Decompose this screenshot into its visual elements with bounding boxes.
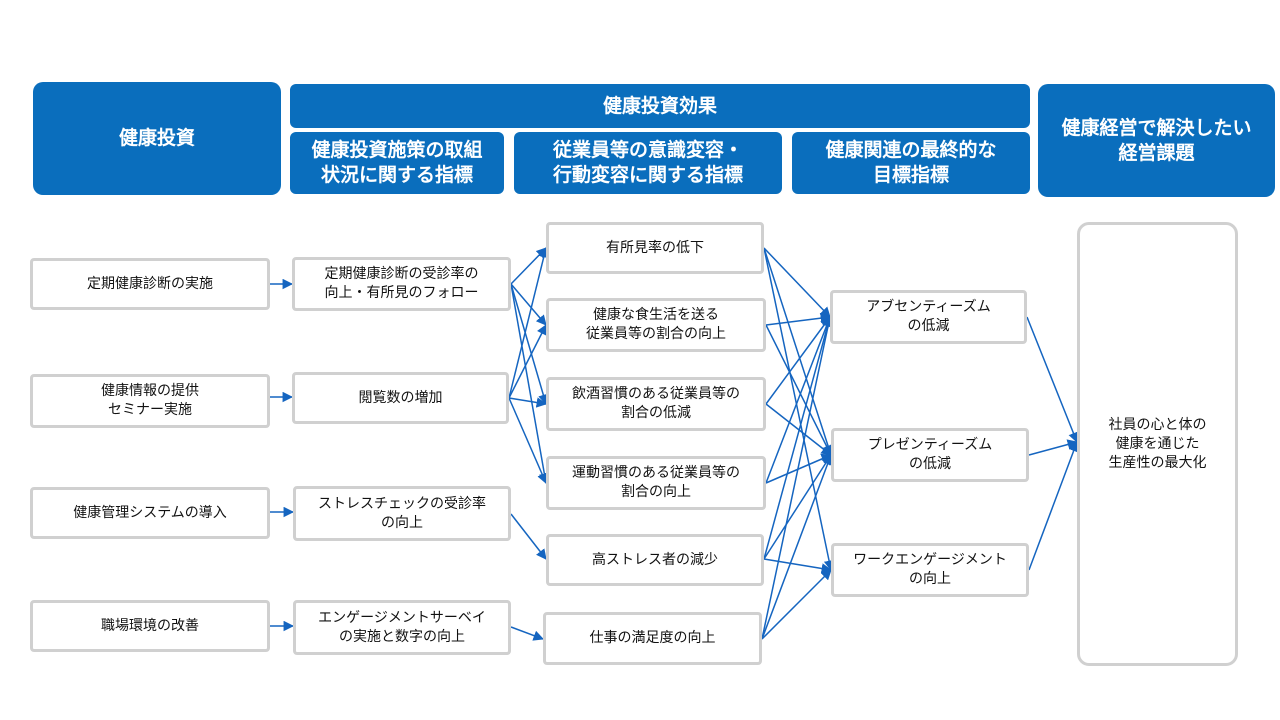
arrow (765, 312, 832, 326)
arrow (508, 246, 549, 399)
node-initiative-stress-check: ストレスチェックの受診率 の向上 (293, 486, 511, 541)
arrow (761, 315, 834, 640)
node-behavior-exercise: 運動習慣のある従業員等の 割合の向上 (546, 456, 766, 510)
header-initiative-indicators: 健康投資施策の取組 状況に関する指標 (290, 132, 504, 194)
arrow (763, 558, 833, 574)
arrow (765, 316, 832, 484)
header-behavior-indicators: 従業員等の意識変容・ 行動変容に関する指標 (514, 132, 782, 194)
arrow (763, 454, 832, 560)
node-final-work-engagement: ワークエンゲージメント の向上 (831, 543, 1029, 597)
arrow (510, 513, 547, 560)
node-investment-checkup: 定期健康診断の実施 (30, 258, 270, 310)
node-investment-workplace: 職場環境の改善 (30, 600, 270, 652)
header-management-issue: 健康経営で解決したい 経営課題 (1038, 84, 1275, 197)
arrow (761, 569, 832, 640)
arrow (761, 454, 833, 640)
header-effect: 健康投資効果 (290, 84, 1030, 128)
header-investment: 健康投資 (33, 82, 281, 195)
arrow (510, 626, 544, 641)
arrow (763, 315, 833, 560)
arrow (508, 397, 548, 408)
node-behavior-drinking: 飲酒習慣のある従業員等の 割合の低減 (546, 377, 766, 431)
node-final-presenteeism: プレゼンティーズム の低減 (831, 428, 1029, 482)
node-investment-system: 健康管理システムの導入 (30, 487, 270, 539)
arrow (765, 403, 832, 456)
node-behavior-high-stress: 高ストレス者の減少 (546, 534, 764, 586)
arrow (510, 247, 547, 285)
arrow (765, 316, 831, 405)
node-initiative-views: 閲覧数の増加 (292, 372, 509, 424)
arrow (510, 283, 550, 485)
arrow (1026, 316, 1079, 443)
arrow (765, 324, 832, 456)
node-investment-seminar: 健康情報の提供 セミナー実施 (30, 374, 270, 428)
node-management-issue: 社員の心と体の 健康を通じた 生産性の最大化 (1077, 222, 1238, 666)
arrow (763, 247, 831, 318)
arrow (510, 283, 549, 406)
node-initiative-engagement-survey: エンゲージメントサーベイ の実施と数字の向上 (293, 600, 511, 655)
arrow (763, 247, 834, 456)
node-behavior-diet: 健康な食生活を送る 従業員等の割合の向上 (546, 298, 766, 352)
header-final-indicators: 健康関連の最終的な 目標指標 (792, 132, 1030, 194)
arrow (508, 324, 547, 399)
node-behavior-satisfaction: 仕事の満足度の向上 (543, 612, 762, 665)
arrow (1028, 439, 1079, 456)
arrow (508, 397, 548, 484)
arrow (763, 247, 835, 572)
node-initiative-checkup-rate: 定期健康診断の受診率の 向上・有所見のフォロー (292, 257, 511, 311)
node-final-absenteeism: アブセンティーズム の低減 (830, 290, 1027, 344)
node-behavior-findings: 有所見率の低下 (546, 222, 764, 274)
arrow (510, 283, 547, 326)
arrow (1028, 441, 1079, 571)
